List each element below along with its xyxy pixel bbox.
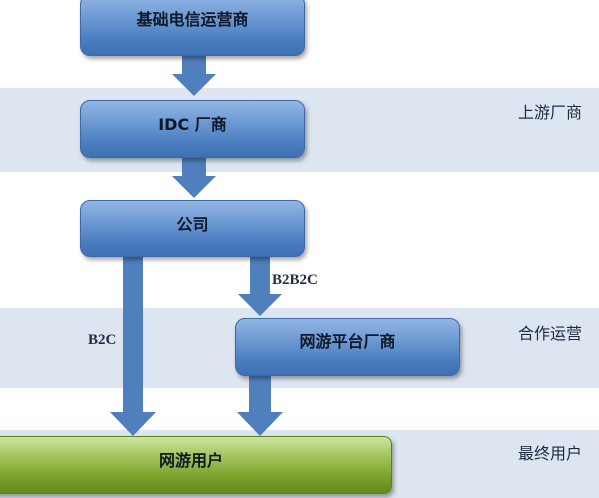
node-idc-label: IDC 厂商: [158, 115, 227, 134]
node-company-label: 公司: [176, 215, 209, 234]
node-idc-vendor: IDC 厂商: [80, 100, 305, 158]
node-game-users: 网游用户: [0, 436, 392, 494]
node-game-users-label: 网游用户: [158, 451, 223, 470]
edge-label-b2c: B2C: [88, 332, 117, 348]
band-label-endusers: 最终用户: [518, 444, 583, 463]
node-game-platform: 网游平台厂商: [235, 318, 460, 376]
arrow-idc-to-company: [172, 158, 216, 198]
arrow-telecom-to-idc: [172, 56, 216, 96]
edge-label-b2b2c: B2B2C: [272, 272, 318, 288]
arrow-platform-to-users: [237, 376, 283, 436]
node-company: 公司: [80, 200, 305, 257]
band-label-upstream: 上游厂商: [518, 103, 583, 122]
band-label-partners: 合作运营: [518, 324, 583, 343]
node-telecom-label: 基础电信运营商: [136, 10, 249, 29]
node-telecom-operator: 基础电信运营商: [80, 0, 305, 56]
node-game-platform-label: 网游平台厂商: [299, 332, 396, 351]
arrow-company-to-users: [110, 257, 156, 436]
arrow-company-to-platform: [238, 257, 282, 316]
